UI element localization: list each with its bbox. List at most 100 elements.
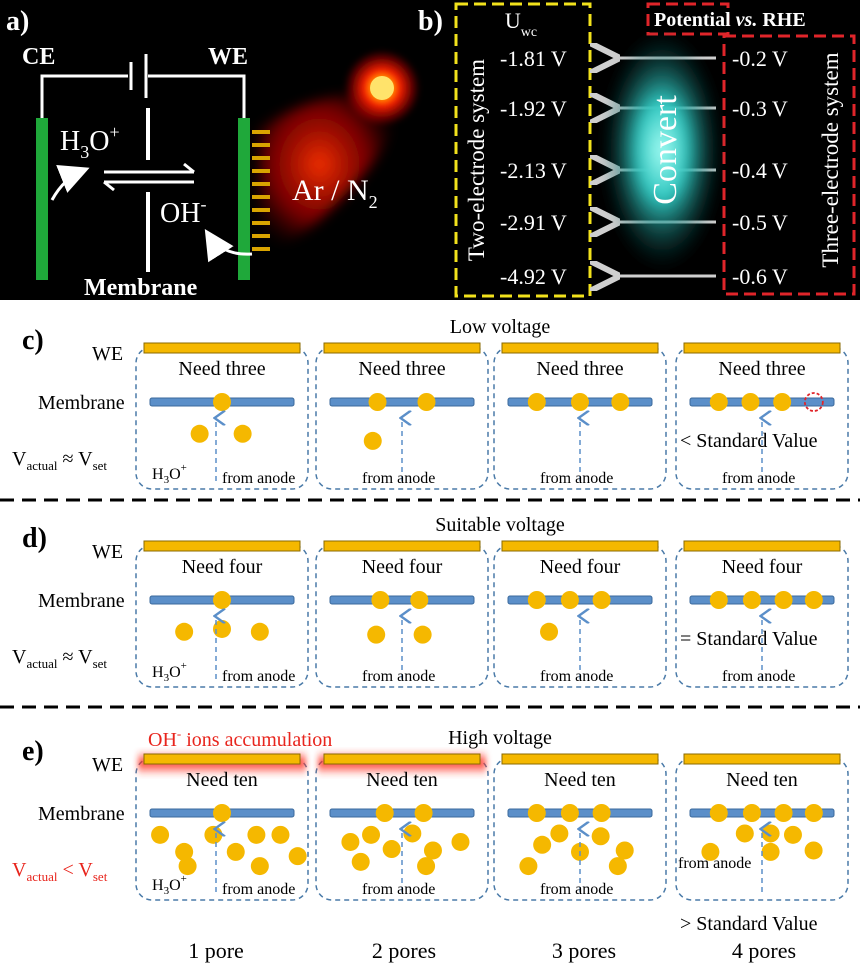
need-label: Need three (536, 358, 623, 380)
h3o-ion (783, 825, 802, 844)
h3o-ion (591, 827, 610, 846)
h3o-ion (178, 857, 197, 876)
ion-in-pore (571, 393, 589, 411)
from-anode-label: from anode (540, 668, 613, 685)
catalyst-stripes (252, 130, 270, 251)
h3o-ion (761, 842, 780, 861)
membrane-bar (329, 595, 475, 605)
two-electrode-values: -1.81 V-1.92 V-2.13 V-2.91 V-4.92 V (500, 46, 567, 289)
from-anode-label: from anode (678, 855, 751, 872)
pore-box (493, 757, 667, 901)
standard-value-label: > Standard Value (680, 913, 818, 935)
h3o-ion (362, 825, 381, 844)
we-label: WE (208, 44, 248, 70)
pore-box (675, 757, 849, 901)
h3o-ion (608, 857, 627, 876)
h3o-ion (363, 431, 382, 450)
need-label: Need four (362, 556, 443, 578)
panel-a: a) CE WE (0, 0, 432, 301)
three-electrode-values: -0.2 V-0.3 V-0.4 V-0.5 V-0.6 V (732, 46, 788, 289)
ion-in-pore (774, 804, 793, 822)
pore-box (675, 346, 849, 490)
we-bar (143, 342, 301, 354)
row-label: c) (22, 325, 44, 356)
we-bar (143, 753, 301, 765)
pore-label-4: 4 pores (732, 938, 796, 963)
oh-label: OH- (160, 194, 206, 229)
ion-in-pore (560, 804, 579, 822)
two-electrode-box (454, 2, 592, 298)
we-bar (143, 540, 301, 552)
need-label: Need three (178, 358, 265, 380)
from-anode-label: from anode (362, 470, 435, 487)
we-label: WE (92, 541, 123, 563)
we-bar (501, 540, 659, 552)
need-label: Need ten (366, 769, 438, 791)
two-electrode-value: -2.91 V (500, 210, 567, 235)
we-bar (683, 753, 841, 765)
membrane-bar (329, 397, 475, 407)
three-electrode-value: -0.5 V (732, 210, 788, 235)
voltage-relation: Vactual ≈ Vset (12, 448, 107, 473)
pore-labels: 1 pore 2 pores 3 pores 4 pores (188, 938, 796, 963)
from-anode-label: from anode (222, 668, 295, 685)
we-label: WE (92, 343, 123, 365)
equilibrium-arrows-icon (103, 162, 195, 192)
two-electrode-value: -4.92 V (500, 264, 567, 289)
oh-accumulation-label: OH- ions accumulation (148, 726, 332, 751)
h3o-ion (250, 857, 269, 876)
missing-ion-icon (803, 392, 824, 412)
two-electrode-label: Two-electrode system (464, 59, 489, 261)
ion-in-pore (709, 393, 728, 411)
ion-in-pore (560, 591, 579, 609)
h3o-ion (226, 842, 245, 861)
ion-in-pore (592, 804, 611, 822)
h3o-ion (204, 825, 223, 844)
ion-in-pore (527, 591, 546, 609)
we-bar (683, 342, 841, 354)
ion-in-pore (742, 591, 761, 609)
pore-box (135, 346, 309, 490)
potential-header-box (646, 2, 730, 36)
ion-in-pore (375, 804, 394, 822)
ion-in-pore (804, 591, 823, 609)
from-anode-label: from anode (362, 881, 435, 898)
pore-box (675, 544, 849, 688)
three-electrode-value: -0.6 V (732, 264, 788, 289)
three-electrode-value: -0.4 V (732, 158, 788, 183)
pore-box (135, 757, 309, 901)
pore-box (135, 544, 309, 688)
uwc-header: Uwc (505, 8, 537, 40)
h3o-ion (735, 824, 754, 843)
h3o-ion (540, 622, 559, 641)
ion-in-pore (410, 591, 429, 609)
pore-box (315, 757, 489, 901)
h3o-ion (615, 841, 634, 860)
h3o-ion (233, 424, 252, 443)
h3o-ion (423, 841, 442, 860)
we-bar (683, 540, 841, 552)
h3o-ion (351, 852, 370, 871)
pore-cell: Need ten from anode (315, 750, 489, 901)
pore-cell: Need four from anode (493, 540, 667, 688)
h3o-ion (804, 841, 823, 860)
membrane-label: Membrane (38, 392, 125, 414)
h3o-ion (341, 832, 360, 851)
three-electrode-value: -0.2 V (732, 46, 788, 71)
row-label: e) (22, 736, 44, 767)
ion-in-pore (773, 393, 792, 411)
h3o-label: H3O+ (60, 122, 120, 162)
we-bar (501, 753, 659, 765)
ion-in-pore (371, 591, 390, 609)
membrane-label: Membrane (38, 803, 125, 825)
ce-label: CE (22, 44, 55, 70)
need-label: Need four (540, 556, 621, 578)
need-label: Need ten (544, 769, 616, 791)
membrane-label: Membrane (38, 590, 125, 612)
ion-in-pore (709, 804, 728, 822)
